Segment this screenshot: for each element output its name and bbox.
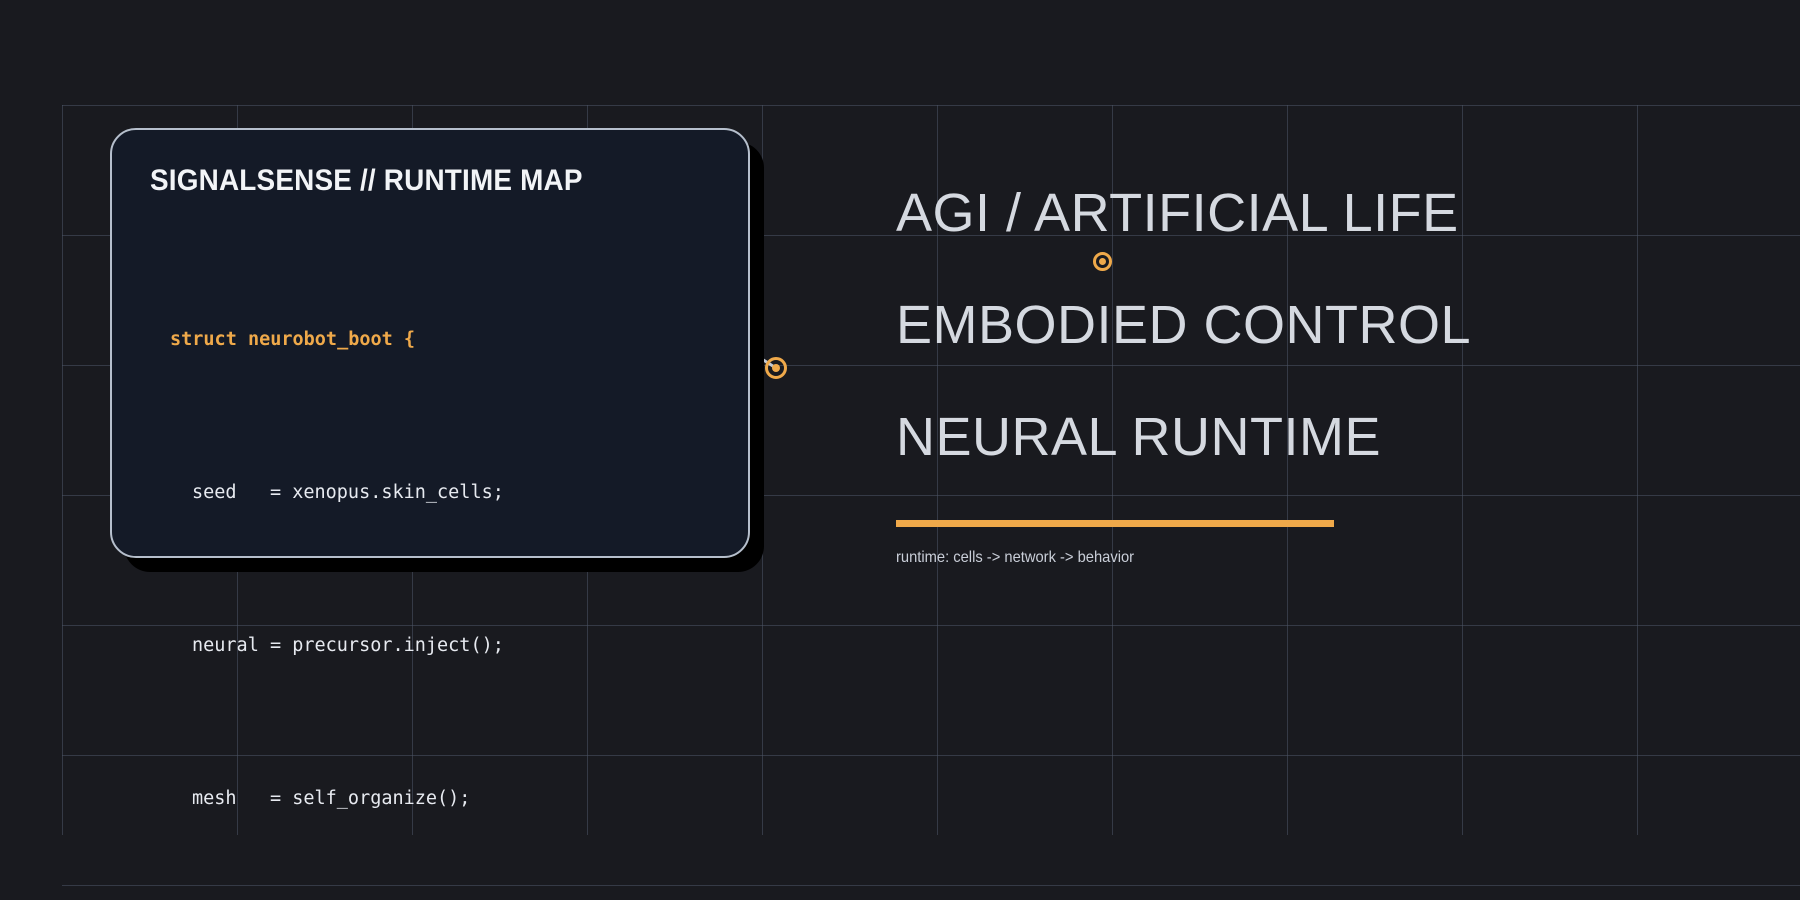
code-block: struct neurobot_boot { seed = xenopus.sk… (152, 212, 708, 900)
grid-line-vertical (62, 105, 63, 835)
code-line: mesh = self_organize(); (192, 788, 471, 809)
headline-neural-runtime: NEURAL RUNTIME (896, 407, 1382, 467)
headline-embodied-control: EMBODIED CONTROL (896, 295, 1472, 355)
grid-line-vertical (762, 105, 763, 835)
code-line: neural = precursor.inject(); (192, 635, 504, 656)
grid-line-horizontal (62, 105, 1800, 106)
accent-bar (896, 520, 1334, 527)
headline-agi-artificial-life: AGI / ARTIFICIAL LIFE (896, 183, 1459, 243)
headline-panel: AGI / ARTIFICIAL LIFE EMBODIED CONTROL N… (896, 182, 1656, 567)
node-marker-icon[interactable] (765, 357, 787, 379)
footnote-caption: runtime: cells -> network -> behavior (896, 549, 1135, 566)
card-title: SIGNALSENSE // RUNTIME MAP (150, 164, 583, 197)
code-line: seed = xenopus.skin_cells; (192, 482, 504, 503)
code-line: struct neurobot_boot { (170, 329, 416, 350)
runtime-map-card[interactable]: SIGNALSENSE // RUNTIME MAP struct neurob… (110, 128, 750, 809)
node-marker-icon[interactable] (1093, 252, 1112, 271)
